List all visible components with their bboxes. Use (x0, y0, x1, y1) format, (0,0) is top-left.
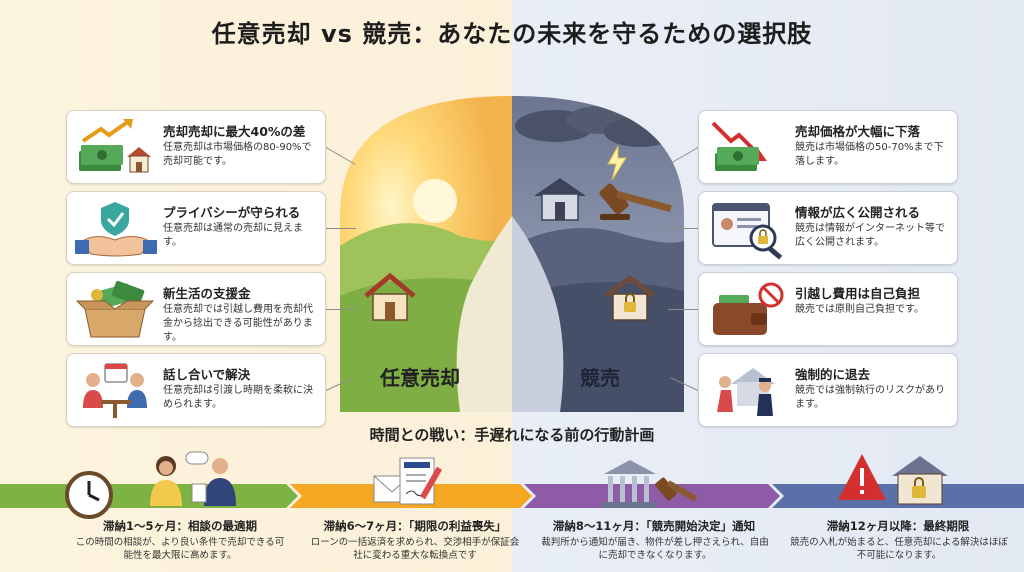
card-body: 競売では原則自己負担です。 (795, 304, 924, 315)
eviction-icon (707, 360, 789, 422)
bank-letter-icon (372, 456, 458, 512)
timeline-step-title: 滞納8〜11ヶ月：「競売開始決定」通知 (552, 519, 756, 533)
timeline-step-title: 滞納12ヶ月以降：最終期限 (826, 519, 970, 533)
card-title: 売却価格が大幅に下落 (795, 124, 921, 139)
warning-house-icon (836, 450, 954, 514)
timeline-step-body: 競売の入札が始まると、任意売却による解決はほぼ不可能になります。 (790, 537, 1008, 561)
leader-line (668, 228, 698, 229)
gloomy-house-icon (530, 174, 590, 222)
timeline-step-title: 滞納6〜7ヶ月：「期限の利益喪失」 (323, 519, 507, 533)
card-body: 競売では強制執行のリスクがあります。 (795, 385, 945, 410)
card-body: 任意売却は通常の売却に見えます。 (163, 223, 303, 248)
left-card-privacy: プライバシーが守られる 任意売却は通常の売却に見えます。 (66, 191, 326, 265)
card-body: 競売は情報がインターネット等で広く公開されます。 (795, 223, 945, 248)
clock-icon (64, 470, 114, 520)
leader-line (326, 228, 356, 229)
right-card-price: 売却価格が大幅に下落 競売は市場価格の50-70%まで下落します。 (698, 110, 958, 184)
wallet-no-icon (707, 279, 789, 341)
card-body: 任意売却では引越し費用を売却代金から捻出できる可能性があります。 (163, 304, 313, 343)
left-card-support: 新生活の支援金 任意売却では引越し費用を売却代金から捻出できる可能性があります。 (66, 272, 326, 346)
handshake-shield-icon (75, 198, 157, 260)
leader-line (326, 309, 356, 310)
locked-house-icon (602, 274, 658, 322)
left-card-price: 売却売却に最大40%の差 任意売却は市場価格の80-90%で売却可能です。 (66, 110, 326, 184)
card-title: 新生活の支援金 (163, 286, 251, 301)
magnifier-lock-icon (707, 198, 789, 260)
right-card-moving: 引越し費用は自己負担 競売では原則自己負担です。 (698, 272, 958, 346)
page-title: 任意売却 vs 競売：あなたの未来を守るための選択肢 (211, 20, 813, 48)
meeting-icon (75, 360, 157, 422)
card-title: 引越し費用は自己負担 (795, 286, 921, 301)
leader-line (668, 309, 698, 310)
card-title: プライバシーが守られる (163, 205, 301, 220)
money-growth-icon (75, 117, 157, 179)
card-title: 情報が広く公開される (795, 205, 921, 220)
card-body: 競売は市場価格の50-70%まで下落します。 (795, 142, 944, 167)
right-path-label: 競売 (580, 366, 620, 390)
consultation-icon (144, 448, 250, 510)
timeline-step-body: ローンの一括返済を求められ、交渉相手が保証会社に変わる重大な転換点です (310, 537, 520, 561)
card-body: 任意売却は引渡し時期を柔軟に決められます。 (163, 385, 313, 410)
timeline-heading: 時間との戦い：手遅れになる前の行動計画 (369, 426, 655, 444)
central-path-scene (340, 96, 684, 412)
left-card-negotiation: 話し合いで解決 任意売却は引渡し時期を柔軟に決められます。 (66, 353, 326, 427)
card-title: 売却売却に最大40%の差 (163, 124, 306, 139)
timeline-step-body: 裁判所から通知が届き、物件が差し押さえられ、自由に売却できなくなります。 (541, 537, 769, 561)
right-card-eviction: 強制的に退去 競売では強制執行のリスクがあります。 (698, 353, 958, 427)
money-decline-icon (707, 117, 789, 179)
timeline-step-title: 滞納1〜5ヶ月：相談の最適期 (102, 519, 257, 533)
card-title: 話し合いで解決 (163, 367, 251, 382)
right-card-public: 情報が広く公開される 競売は情報がインターネット等で広く公開されます。 (698, 191, 958, 265)
gavel-icon (598, 180, 676, 222)
court-gavel-icon (600, 458, 700, 514)
left-path-label: 任意売却 (380, 366, 460, 390)
lightning-icon (606, 144, 628, 181)
card-title: 強制的に退去 (795, 367, 871, 382)
money-box-icon (75, 279, 157, 341)
home-icon (360, 272, 420, 322)
timeline-step-body: この時間の相談が、より良い条件で売却できる可能性を最大限に高めます。 (75, 537, 285, 561)
card-body: 任意売却は市場価格の80-90%で売却可能です。 (163, 142, 312, 167)
